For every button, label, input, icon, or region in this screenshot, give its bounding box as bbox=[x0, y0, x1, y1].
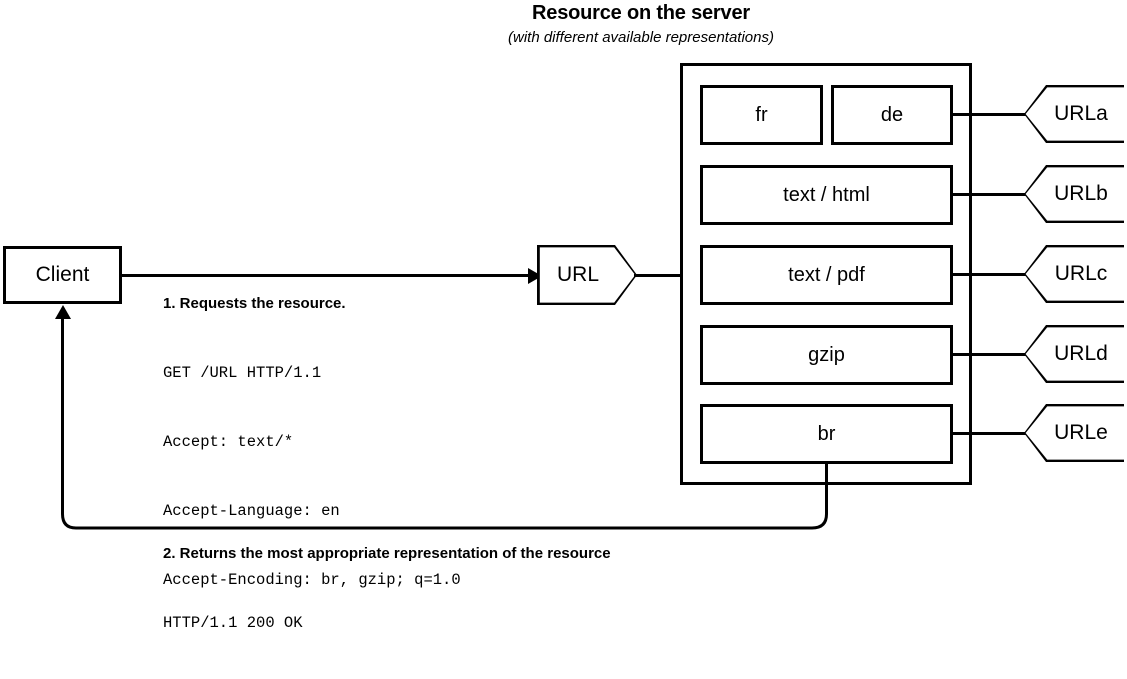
client-label: Client bbox=[35, 263, 90, 286]
request-arrow-line bbox=[122, 274, 530, 277]
response-note: 2. Returns the most appropriate represen… bbox=[163, 545, 611, 679]
connector-to-urlc bbox=[951, 273, 1027, 276]
representation-label: text / html bbox=[783, 183, 870, 206]
url-tag-d: URLd bbox=[1024, 325, 1124, 383]
connector-to-urlb bbox=[951, 193, 1027, 196]
request-header-line: Accept-Encoding: br, gzip; q=1.0 bbox=[163, 571, 461, 589]
representation-box-gzip: gzip bbox=[700, 325, 953, 385]
client-box: Client bbox=[3, 246, 122, 304]
url-tag-e: URLe bbox=[1024, 404, 1124, 462]
representation-box-br: br bbox=[700, 404, 953, 464]
url-tag-label: URLe bbox=[1054, 421, 1108, 444]
response-note-title: 2. Returns the most appropriate represen… bbox=[163, 545, 611, 562]
connector-to-urla bbox=[951, 113, 1027, 116]
representation-label: de bbox=[880, 103, 904, 126]
request-header-line: Accept-Language: en bbox=[163, 502, 340, 520]
url-node-label: URL bbox=[556, 263, 599, 286]
url-tag-label: URLb bbox=[1054, 182, 1108, 205]
url-node-tag: URL bbox=[537, 245, 637, 305]
representation-label: text / pdf bbox=[788, 263, 865, 286]
response-note-lines: HTTP/1.1 200 OK Content-Location: /URLe … bbox=[163, 566, 611, 679]
representation-box-text-html: text / html bbox=[700, 165, 953, 225]
url-to-server-connector bbox=[634, 274, 682, 277]
response-header-line: HTTP/1.1 200 OK bbox=[163, 614, 303, 632]
request-note-lines: GET /URL HTTP/1.1 Accept: text/* Accept-… bbox=[163, 316, 461, 638]
connector-to-urle bbox=[951, 432, 1027, 435]
response-arrow-head bbox=[55, 305, 71, 319]
server-subtitle: (with different available representation… bbox=[508, 29, 774, 46]
url-tag-label: URLa bbox=[1054, 102, 1108, 125]
request-note: 1. Requests the resource. GET /URL HTTP/… bbox=[163, 295, 461, 638]
representation-label: fr bbox=[755, 103, 768, 126]
request-note-title: 1. Requests the resource. bbox=[163, 295, 346, 312]
request-header-line: Accept: text/* bbox=[163, 433, 294, 451]
url-tag-label: URLc bbox=[1054, 262, 1108, 285]
url-tag-b: URLb bbox=[1024, 165, 1124, 223]
representation-label: gzip bbox=[808, 343, 845, 366]
url-tag-a: URLa bbox=[1024, 85, 1124, 143]
request-header-line: GET /URL HTTP/1.1 bbox=[163, 364, 322, 382]
representation-box-fr: fr bbox=[700, 85, 823, 145]
url-tag-label: URLd bbox=[1054, 342, 1108, 365]
representation-label: br bbox=[817, 422, 836, 445]
server-title: Resource on the server bbox=[532, 2, 750, 24]
representation-box-text-pdf: text / pdf bbox=[700, 245, 953, 305]
representation-box-de: de bbox=[831, 85, 953, 145]
url-tag-c: URLc bbox=[1024, 245, 1124, 303]
connector-to-urld bbox=[951, 353, 1027, 356]
